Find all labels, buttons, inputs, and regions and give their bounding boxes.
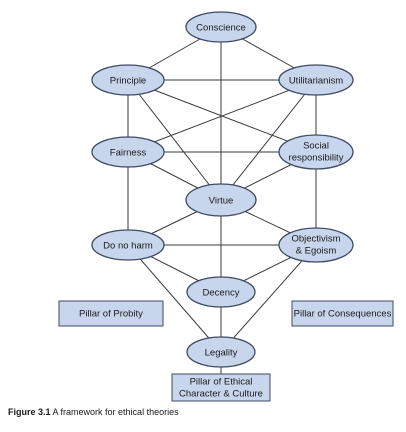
- figure-caption: Figure 3.1 A framework for ethical theor…: [8, 407, 179, 417]
- node-do-no-harm-label: Do no harm: [103, 241, 153, 252]
- node-fairness-label: Fairness: [110, 148, 147, 159]
- pillar-consequences-box: [291, 300, 394, 327]
- node-principle: Principle: [91, 64, 165, 96]
- node-principle-ellipse: [91, 64, 165, 96]
- node-fairness: Fairness: [91, 136, 165, 168]
- node-social-responsibility-label-line2: responsibility: [289, 153, 344, 164]
- node-objectivism-egoism-ellipse: [278, 227, 354, 263]
- node-decency-label: Decency: [203, 288, 240, 299]
- node-decency-ellipse: [186, 276, 256, 308]
- node-utilitarianism-label: Utilitarianism: [289, 76, 343, 87]
- edge-utilitarianism-virtue: [220, 79, 317, 201]
- pillar-consequences: Pillar of Consequences: [291, 300, 394, 327]
- edge-donoharm-legality: [127, 244, 222, 353]
- node-utilitarianism: Utilitarianism: [278, 64, 354, 96]
- pillar-ethical-character: Pillar of Ethical Character & Culture: [171, 373, 271, 402]
- node-do-no-harm: Do no harm: [91, 229, 165, 261]
- pillar-ethical-character-box: [171, 373, 271, 402]
- pillar-ethical-character-label-line2: Character & Culture: [179, 389, 263, 400]
- node-social-responsibility: Social responsibility: [278, 134, 354, 170]
- node-decency: Decency: [186, 276, 256, 308]
- edge-principle-virtue: [127, 79, 222, 201]
- node-fairness-ellipse: [91, 136, 165, 168]
- node-virtue-label: Virtue: [209, 196, 234, 207]
- node-legality: Legality: [186, 336, 256, 368]
- node-virtue: Virtue: [185, 183, 257, 217]
- node-social-responsibility-ellipse: [278, 134, 354, 170]
- figure-caption-text: A framework for ethical theories: [52, 407, 179, 417]
- node-legality-ellipse: [186, 336, 256, 368]
- pillar-probity-box: [58, 300, 164, 327]
- pillar-consequences-label: Pillar of Consequences: [294, 309, 392, 320]
- node-virtue-ellipse: [185, 183, 257, 217]
- node-objectivism-egoism-label-line1: Objectivism: [291, 234, 340, 245]
- node-conscience: Conscience: [185, 11, 257, 43]
- node-utilitarianism-ellipse: [278, 64, 354, 96]
- node-legality-label: Legality: [205, 348, 238, 359]
- pillar-probity: Pillar of Probity: [58, 300, 164, 327]
- pillar-probity-label: Pillar of Probity: [79, 309, 143, 320]
- node-objectivism-egoism-label-line2: & Egoism: [296, 246, 337, 257]
- node-social-responsibility-label-line1: Social: [303, 141, 329, 152]
- node-do-no-harm-ellipse: [91, 229, 165, 261]
- pillar-ethical-character-label-line1: Pillar of Ethical: [190, 377, 253, 388]
- node-conscience-ellipse: [185, 11, 257, 43]
- figure-caption-label: Figure 3.1: [8, 407, 51, 417]
- edge-utilitarianism-fairness: [127, 79, 317, 153]
- node-conscience-label: Conscience: [196, 23, 246, 34]
- node-principle-label: Principle: [110, 76, 146, 87]
- edge-objectivism-legality: [220, 244, 317, 353]
- node-objectivism-egoism: Objectivism & Egoism: [278, 227, 354, 263]
